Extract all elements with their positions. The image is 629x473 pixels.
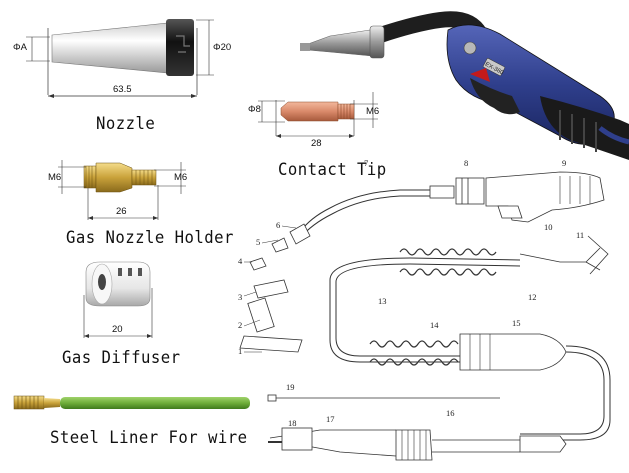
contact-tip-drawing: [258, 92, 378, 138]
diffuser-dim-length: 20: [112, 324, 123, 335]
callout-6: 6: [276, 220, 281, 230]
callout-11: 11: [576, 230, 585, 240]
holder-dim-length: 26: [116, 206, 127, 217]
gas-diffuser-title: Gas Diffuser: [62, 348, 181, 368]
callout-7: 7: [364, 158, 369, 168]
nozzle-title: Nozzle: [96, 114, 156, 134]
nozzle-dim-diameter-20: Φ20: [213, 42, 232, 53]
nozzle-drawing: [26, 19, 214, 98]
callout-10: 10: [544, 222, 553, 232]
contact-tip-dim-diameter: Φ8: [248, 104, 261, 115]
gas-diffuser-drawing: [83, 261, 153, 338]
nozzle-dim-diameter-a: ΦA: [13, 42, 27, 53]
torch-photo: [300, 11, 629, 160]
callout-13: 13: [378, 296, 387, 306]
holder-dim-thread-right: M6: [174, 172, 188, 183]
callout-5: 5: [256, 237, 261, 247]
callout-12: 12: [528, 292, 537, 302]
contact-tip-dim-thread: M6: [366, 106, 380, 117]
callout-9: 9: [562, 158, 567, 168]
callout-3: 3: [238, 292, 243, 302]
nozzle-dim-length: 63.5: [113, 84, 132, 95]
callout-16: 16: [446, 408, 455, 418]
contact-tip-title: Contact Tip: [278, 160, 387, 180]
steel-liner-title: Steel Liner For wire: [50, 428, 248, 448]
callout-2: 2: [238, 320, 243, 330]
gas-nozzle-holder-title: Gas Nozzle Holder: [66, 228, 234, 248]
callout-1: 1: [238, 346, 243, 356]
callout-19: 19: [286, 382, 295, 392]
contact-tip-dim-length: 28: [311, 138, 322, 149]
exploded-line-drawing: [239, 171, 611, 461]
callout-8: 8: [464, 158, 469, 168]
callout-14: 14: [430, 320, 439, 330]
gas-nozzle-holder-drawing: [58, 160, 186, 220]
holder-dim-thread-left: M6: [48, 172, 62, 183]
callout-4: 4: [238, 256, 243, 266]
callout-17: 17: [326, 414, 335, 424]
steel-liner-drawing: [13, 395, 250, 410]
callout-15: 15: [512, 318, 521, 328]
callout-18: 18: [288, 418, 297, 428]
